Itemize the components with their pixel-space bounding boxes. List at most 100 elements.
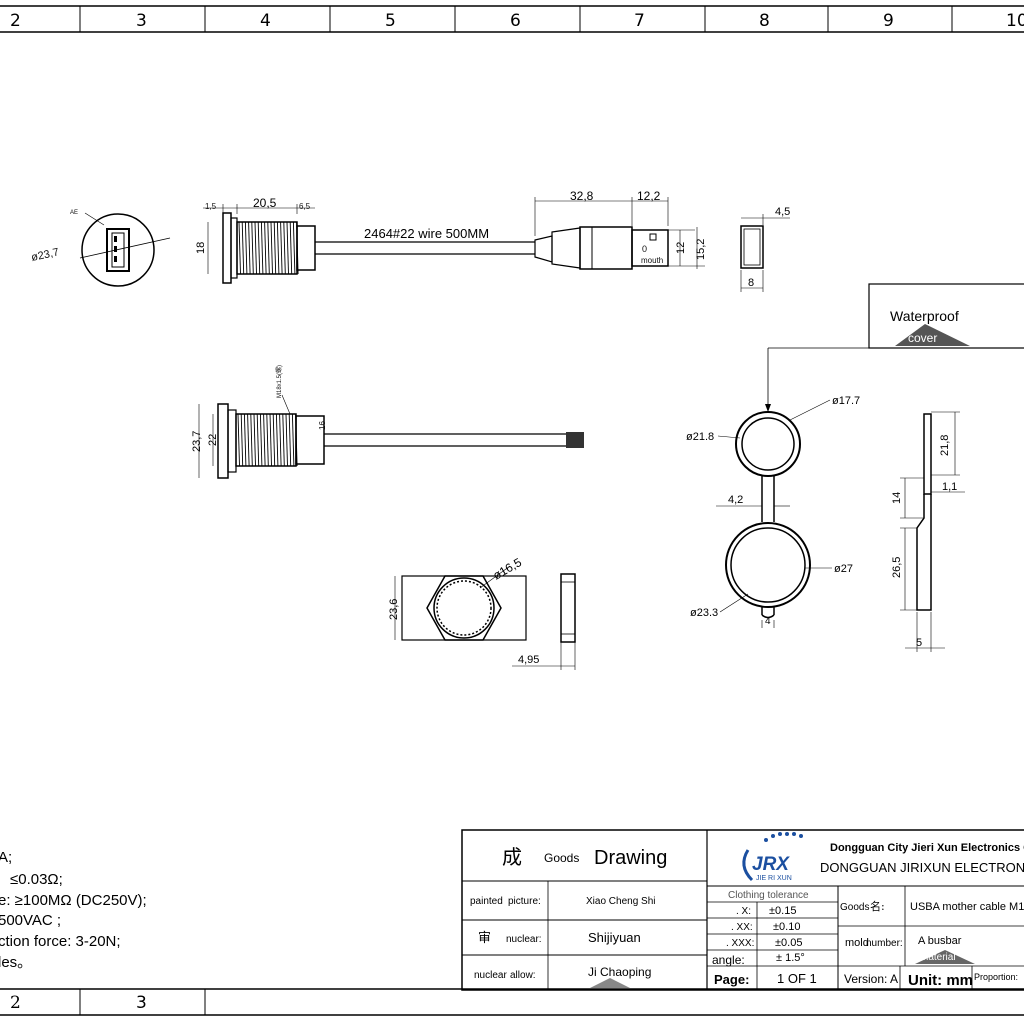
thread-line [257,221,261,275]
dim-label: ø17.7 [832,395,860,407]
tol-value: ±0.10 [773,921,800,933]
dim-label: 6,5 [299,202,311,211]
dim-label: 23,7 [191,431,203,452]
title-cell: Goods [840,902,869,913]
receptacle-front-view: AE ø23,7 [30,210,171,287]
dim-label: 15,2 [695,239,707,260]
dim-label: 1,5 [205,202,217,211]
thread-line [243,413,247,467]
dim-label: mouth [641,256,663,265]
logo-subtext: JIE RI XUN [756,875,792,882]
thread-line [248,221,251,275]
title-block: 成 Goods Drawing painted picture: Xiao Ch… [461,829,1024,991]
thread-line [247,413,250,467]
title-cell: Goods [544,851,579,865]
hex-nut-view: ø16,5 23,6 4,95 [388,555,576,670]
thread-line [282,413,285,467]
dim-label: ø23,7 [30,246,60,264]
thread-line [251,221,254,275]
tol-value: ± 1.5° [776,952,805,964]
callout-text: cover [908,331,937,345]
thread-line [272,413,276,467]
dim-label: 22 [207,434,219,446]
thread-line [280,221,283,275]
thread-line [286,221,289,275]
title-cell: mold [845,937,869,949]
drawing-title: Drawing [594,847,667,869]
zone-label: 9 [883,11,894,31]
thread-line [254,221,257,275]
dim-label: 12,2 [637,189,661,203]
zone-label: 3 [136,11,147,31]
painter-name: Xiao Cheng Shi [586,896,656,907]
thread-line [244,221,248,275]
dim-label: ø21.8 [686,431,714,443]
title-cell: painted [470,896,503,907]
callout-text: Waterproof [890,308,959,324]
dim-label: 12 [675,242,687,254]
dim-label: 14 [891,492,903,504]
title-cell: nuclear: [506,934,542,945]
thread-lines [237,413,298,467]
thread-line [270,221,273,275]
thread-line [279,413,282,467]
thread-line [276,221,280,275]
thread-line [291,413,295,467]
tol-label: . XXX: [726,938,754,949]
checker-name: Shijiyuan [588,930,641,945]
dim-label: 4,95 [518,654,539,666]
zone-label: 8 [759,11,770,31]
receptacle-side-view: 23,7 22 16 M18x1.5(螺) [191,365,584,479]
thread-line [253,413,256,467]
tol-value: ±0.15 [769,905,796,917]
tol-value: ±0.05 [775,937,802,949]
thread-line [250,413,253,467]
tolerance-title: Clothing tolerance [728,890,809,901]
note-line: ction force: 3-20N; [0,933,121,950]
thread-line [237,413,240,467]
dim-label: 4 [765,616,771,627]
waterproof-cover-side-view: 21,8 14 1,1 26,5 5 [891,411,965,652]
waterproof-cover-callout: Waterproof cover [765,283,1024,412]
company-logo: JRX JIE RI XUN [742,832,803,882]
thread-line [275,413,279,467]
thread-line [260,221,264,275]
thread-line [266,413,269,467]
note-line: 500VAC ; [0,912,61,929]
dim-label: 8 [748,277,754,289]
thread-line [288,413,292,467]
zone-label: 6 [510,11,521,31]
title-cell: 名: [870,899,885,913]
note-line: e: ≥100MΩ (DC250V); [0,892,147,909]
zone-label: 10 [1006,11,1024,31]
tol-label: angle: [712,953,745,967]
company-name-caps: DONGGUAN JIRIXUN ELECTRONIC [820,860,1024,875]
zone-label: 5 [385,11,396,31]
zone-label: 2 [10,11,21,31]
title-cell: allow: [510,970,536,981]
note-line: les。 [0,954,32,971]
material-text: A busbar [918,935,962,947]
title-cell: picture: [508,896,541,907]
thread-line [241,221,245,275]
thread-line [256,413,260,467]
material-text: material [920,952,956,963]
unit-label: Unit: mm [908,972,973,989]
thread-line [267,221,270,275]
zone-label: 2 [10,993,21,1013]
dim-label: 26,5 [891,557,903,578]
thread-line [263,413,266,467]
top-zone-border: 2 3 4 5 6 7 8 9 10 [0,5,1024,33]
logo-text: JRX [752,854,790,875]
dim-label: 5 [916,637,922,649]
thread-line [238,221,241,275]
thread-line [273,221,277,275]
version-label: Version: A [844,972,898,986]
bottom-zone-border: 2 3 [0,988,1024,1016]
thread-line [283,221,286,275]
title-cell: number: [866,938,903,949]
thread-line [240,413,244,467]
title-cell: 审 [478,931,491,946]
